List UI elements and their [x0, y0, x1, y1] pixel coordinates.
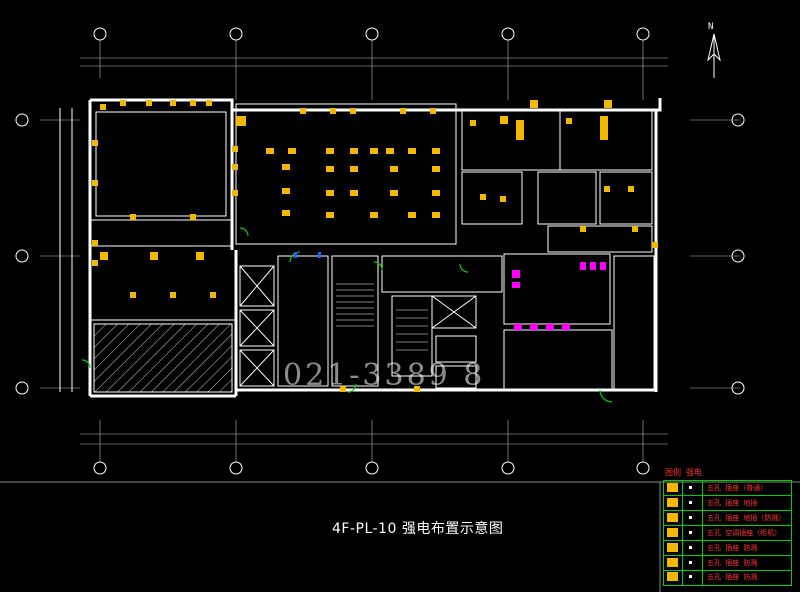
- north-arrow-icon: [700, 20, 728, 80]
- workstations: [92, 100, 658, 392]
- socket-icon: [667, 543, 678, 552]
- elevator-core: [239, 255, 503, 389]
- legend-row: 五孔 插座 防溅: [664, 570, 791, 584]
- legend-row: 五孔 插座 防溅: [664, 556, 791, 571]
- socket-icon: [667, 558, 678, 567]
- blue-markers: [294, 252, 321, 258]
- north-label: N: [708, 22, 714, 32]
- legend-title: 图例 强电: [665, 468, 702, 477]
- socket-icon: [667, 483, 678, 492]
- hatched-area: [93, 323, 233, 393]
- socket-icon: [667, 498, 678, 507]
- socket-icon: [667, 528, 678, 537]
- restroom-fixtures: [512, 262, 606, 330]
- legend-row: 五孔 空调插座（柜机）: [664, 526, 791, 541]
- legend-row: 五孔 插座（普通）: [664, 481, 791, 496]
- drawing-title: 4F-PL-10 强电布置示意图: [332, 521, 504, 537]
- legend-table: 五孔 插座（普通） 五孔 插座 地插 五孔 插座 地插（防溅） 五孔 空调插座（…: [663, 480, 792, 586]
- doors: [81, 227, 613, 403]
- legend-row: 五孔 插座 地插（防溅）: [664, 511, 791, 526]
- legend-row: 五孔 插座 防溅: [664, 541, 791, 556]
- socket-icon: [667, 513, 678, 522]
- grid-axis-markers: [15, 27, 745, 475]
- socket-icon: [667, 572, 678, 581]
- legend-row: 五孔 插座 地插: [664, 496, 791, 511]
